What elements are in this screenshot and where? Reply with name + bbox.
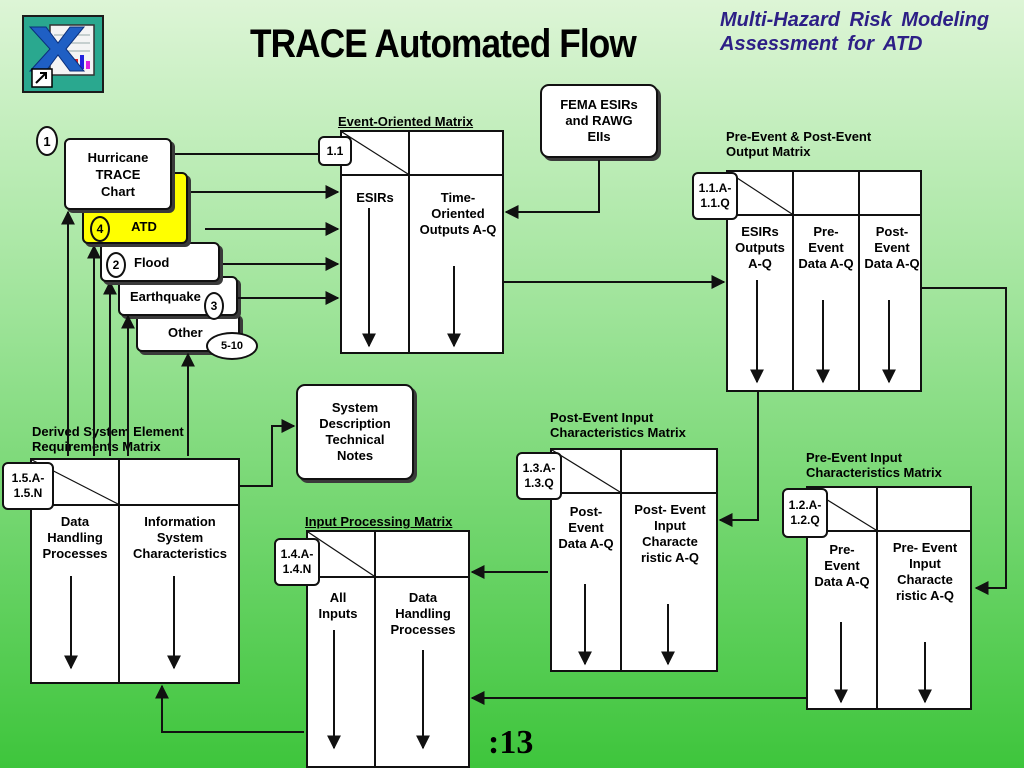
m14-tag: 1.4.A- 1.4.N xyxy=(274,538,320,586)
m11-col-time-outputs: Time- Oriented Outputs A-Q xyxy=(419,190,497,237)
m12-tag: 1.2.A- 1.2.Q xyxy=(782,488,828,538)
system-description-box: System Description Technical Notes xyxy=(296,384,414,480)
m11aq-col-pre-event: Pre- Event Data A-Q xyxy=(798,224,854,271)
hazard-earthquake-label: Earthquake xyxy=(130,288,201,304)
m15-tag: 1.5.A- 1.5.N xyxy=(2,462,54,510)
m14-col-all-inputs: All Inputs xyxy=(318,590,358,621)
m13-col-post-event-data: Post- Event Data A-Q xyxy=(558,504,614,551)
m12-col-pre-event-input: Pre- Event Input Characte ristic A-Q xyxy=(892,540,958,603)
derived-system-matrix-label: Derived System Element Requirements Matr… xyxy=(32,424,184,454)
hazard-number-5-10: 5-10 xyxy=(206,332,258,360)
m12-col-pre-event-data: Pre- Event Data A-Q xyxy=(814,542,870,589)
m14-col-data-handling: Data Handling Processes xyxy=(390,590,456,637)
subtitle-line-2: Assessment for ATD xyxy=(720,33,923,55)
subtitle: Multi-Hazard Risk Modeling Assessment fo… xyxy=(720,8,1020,56)
m11-col-esirs: ESIRs xyxy=(356,190,394,205)
hazard-number-1: 1 xyxy=(36,126,58,156)
hazard-number-2: 2 xyxy=(106,252,126,278)
m11aq-col-esirs-outputs: ESIRs Outputs A-Q xyxy=(735,224,785,271)
event-oriented-matrix-label: Event-Oriented Matrix xyxy=(338,114,474,129)
pre-post-output-matrix: ESIRs Outputs A-Q Pre- Event Data A-Q Po… xyxy=(726,170,922,392)
hazard-other-label: Other xyxy=(168,324,203,340)
hazard-flood-label: Flood xyxy=(134,254,170,270)
m13-col-post-event-input: Post- Event Input Characte ristic A-Q xyxy=(634,502,706,565)
excel-shortcut-icon xyxy=(22,15,104,93)
event-oriented-matrix: ESIRs Time- Oriented Outputs A-Q xyxy=(340,130,504,354)
slide-number: :13 xyxy=(488,724,534,761)
subtitle-line-1: Multi-Hazard Risk Modeling xyxy=(720,9,990,31)
hazard-number-4: 4 xyxy=(90,216,110,242)
derived-system-matrix: Data Handling Processes Information Syst… xyxy=(30,458,240,684)
hazard-atd-label: ATD xyxy=(131,219,157,234)
pre-event-input-matrix: Pre- Event Data A-Q Pre- Event Input Cha… xyxy=(806,486,972,710)
m11aq-tag: 1.1.A- 1.1.Q xyxy=(692,172,738,220)
m11aq-col-post-event: Post- Event Data A-Q xyxy=(864,224,920,271)
hazard-number-3: 3 xyxy=(204,292,224,320)
input-processing-matrix-label: Input Processing Matrix xyxy=(305,514,453,529)
m11-tag: 1.1 xyxy=(318,136,352,166)
pre-post-output-matrix-label: Pre-Event & Post-Event Output Matrix xyxy=(726,129,872,159)
pre-event-input-matrix-label: Pre-Event Input Characteristics Matrix xyxy=(806,450,942,480)
hazard-hurricane-label: Hurricane TRACE Chart xyxy=(87,149,149,199)
hazard-hurricane-card: Hurricane TRACE Chart xyxy=(64,138,172,210)
m15-col-data-handling: Data Handling Processes xyxy=(42,514,108,561)
page-title: TRACE Automated Flow xyxy=(250,22,637,66)
post-event-input-matrix: Post- Event Data A-Q Post- Event Input C… xyxy=(550,448,718,672)
input-processing-matrix: All Inputs Data Handling Processes xyxy=(306,530,470,768)
m13-tag: 1.3.A- 1.3.Q xyxy=(516,452,562,500)
post-event-input-matrix-label: Post-Event Input Characteristics Matrix xyxy=(550,410,686,440)
fema-esirs-box: FEMA ESIRs and RAWG EIIs xyxy=(540,84,658,158)
m15-col-information-system: Information System Characteristics xyxy=(133,514,227,561)
